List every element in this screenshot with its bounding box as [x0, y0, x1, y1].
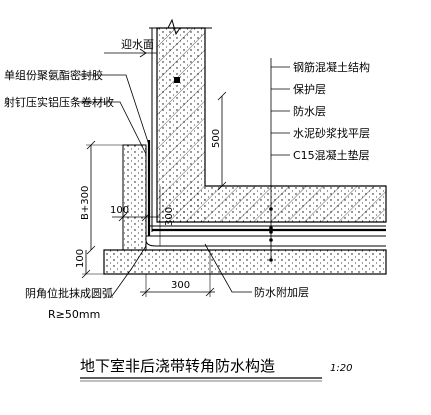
dim-100v-text: 100 — [75, 249, 86, 268]
dim-100v-tick-bot — [81, 269, 91, 279]
drawing-title: 地下室非后浇带转角防水构造 — [80, 357, 275, 375]
leader-nail-strip — [80, 101, 147, 155]
dim-500-text: 500 — [211, 129, 222, 148]
corner-arc-layer — [145, 239, 386, 247]
legend-item-2: 保护层 — [293, 82, 326, 96]
dim-300v-text: 300 — [164, 207, 175, 226]
legend-dot-5 — [269, 258, 273, 262]
dim-b300-text: B+300 — [80, 186, 91, 220]
legend-dot-3 — [269, 230, 273, 234]
dim-500-tick-bot — [217, 181, 227, 191]
c15-cushion — [103, 249, 387, 275]
label-arc-radius: R≥50mm — [48, 308, 100, 321]
label-water-face: 迎水面 — [121, 38, 154, 51]
legend-item-4: 水泥砂浆找平层 — [293, 126, 370, 140]
label-nail-strip: 射钉压实铝压条卷材收 — [4, 95, 114, 109]
leader-sealant — [80, 74, 150, 146]
legend-dot-2 — [269, 226, 273, 230]
dim-300h-text: 300 — [171, 280, 190, 291]
dim-b300-tick-top — [86, 140, 96, 150]
wall-break-line — [149, 18, 212, 36]
legend-item-3: 防水层 — [293, 104, 326, 118]
dim-100h-tick-r — [141, 212, 151, 222]
legend-dot-1 — [269, 207, 273, 211]
dim-300h-tick-l — [141, 287, 151, 297]
legend-item-5: C15混凝土垫层 — [293, 148, 370, 162]
label-sealant: 单组份聚氨酯密封胶 — [4, 68, 103, 82]
label-additional-layer: 防水附加层 — [254, 285, 309, 299]
leader-additional-layer — [204, 243, 252, 293]
dim-b300-tick-bot — [86, 245, 96, 255]
dim-500-tick-top — [217, 91, 227, 101]
drawing-scale: 1:20 — [330, 363, 352, 374]
label-corner-arc: 阴角位批抹成圆弧 — [25, 286, 113, 300]
leader-corner-arc — [111, 245, 147, 297]
rebar-marker — [174, 77, 180, 83]
legend-item-1: 钢筋混凝土结构 — [293, 60, 370, 74]
dim-300h-tick-r — [205, 287, 215, 297]
water-face-arrow — [139, 48, 147, 58]
slab-aggregate — [157, 186, 386, 222]
dim-100h-tick-l — [118, 212, 128, 222]
dim-100h-text: 100 — [110, 205, 129, 216]
protection-brick-wall — [122, 144, 147, 251]
legend-dot-4 — [269, 238, 273, 242]
